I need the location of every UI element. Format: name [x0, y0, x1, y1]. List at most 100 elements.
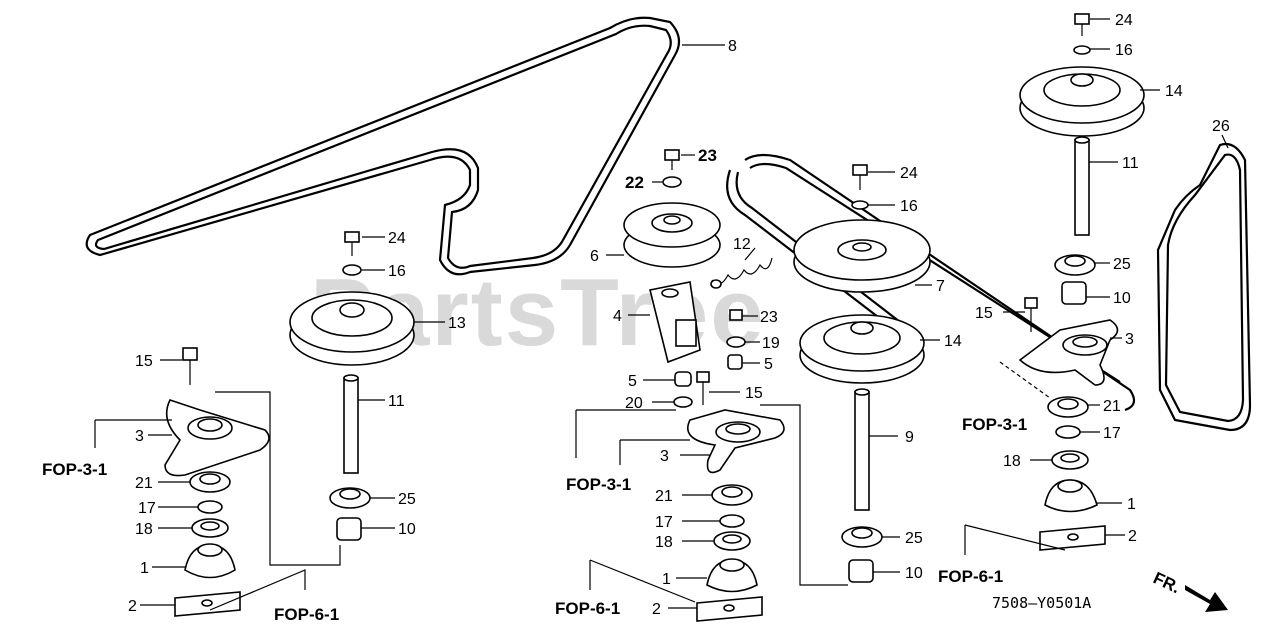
- ref-fop-3-1-right[interactable]: FOP-3-1: [962, 415, 1027, 434]
- washer-17-center[interactable]: [719, 514, 745, 528]
- seal-18-right[interactable]: [1051, 450, 1089, 470]
- front-arrow-icon: [1185, 585, 1228, 612]
- callout-3-right: 3: [1125, 331, 1134, 348]
- cover-1-left[interactable]: [184, 543, 236, 579]
- right-assembly: [964, 13, 1160, 555]
- collar-10-mid[interactable]: [848, 559, 874, 583]
- callout-14-right: 14: [1165, 83, 1183, 100]
- belt-8[interactable]: [85, 16, 681, 276]
- center-assembly: [575, 149, 848, 622]
- belt-26[interactable]: [1156, 142, 1252, 432]
- housing-3-left[interactable]: [164, 399, 270, 477]
- bearing-25-right[interactable]: [1054, 254, 1096, 276]
- bolt-23-top[interactable]: [664, 149, 680, 170]
- washer-17-left[interactable]: [197, 500, 223, 514]
- front-label: FR.: [1150, 568, 1183, 597]
- callout-11-right: 11: [1122, 155, 1139, 172]
- callout-10-left: 10: [398, 521, 416, 538]
- callout-17-right: 17: [1103, 425, 1121, 442]
- spindle-11-right[interactable]: [1074, 136, 1090, 236]
- callout-25-mid: 25: [905, 530, 923, 547]
- ref-fop-3-1-left[interactable]: FOP-3-1: [42, 460, 107, 479]
- callout-12: 12: [733, 236, 751, 253]
- idler-arm-4[interactable]: [649, 281, 701, 364]
- washer-16-mid[interactable]: [851, 200, 869, 210]
- plate-2-left[interactable]: [174, 591, 241, 617]
- callout-3-left: 3: [135, 428, 144, 445]
- callout-7: 7: [936, 278, 945, 295]
- bearing-21-left[interactable]: [189, 471, 231, 493]
- callout-16-mid: 16: [900, 198, 918, 215]
- belt-7[interactable]: [726, 153, 1136, 412]
- callout-22: 22: [625, 173, 644, 192]
- seal-18-left[interactable]: [191, 518, 229, 538]
- housing-3-right[interactable]: [1018, 319, 1119, 386]
- callout-5-left: 5: [628, 373, 637, 390]
- callout-1-left: 1: [140, 560, 149, 577]
- washer-16-left[interactable]: [342, 264, 362, 276]
- bolt-24-left[interactable]: [344, 231, 360, 256]
- pulley-14-right[interactable]: [1019, 66, 1145, 137]
- callout-17-left: 17: [138, 500, 156, 517]
- callout-18-center: 18: [655, 534, 673, 551]
- collar-10-right[interactable]: [1061, 281, 1087, 305]
- idler-pulley-6[interactable]: [623, 202, 721, 268]
- spring-12[interactable]: [710, 257, 773, 289]
- washer-22[interactable]: [662, 176, 682, 188]
- spindle-11-left[interactable]: [343, 374, 359, 474]
- ref-fop-3-1-center[interactable]: FOP-3-1: [566, 475, 631, 494]
- washer-16-right[interactable]: [1073, 45, 1091, 55]
- callout-16-right: 16: [1115, 42, 1133, 59]
- pulley-14-mid[interactable]: [799, 314, 925, 384]
- ref-fop-6-1-center[interactable]: FOP-6-1: [555, 599, 620, 618]
- pulley-7[interactable]: [793, 219, 931, 293]
- plate-2-center[interactable]: [696, 596, 763, 622]
- bolt-15-center[interactable]: [696, 371, 710, 405]
- cover-1-right[interactable]: [1044, 479, 1098, 513]
- callout-26: 26: [1212, 118, 1230, 135]
- callout-17-center: 17: [655, 514, 673, 531]
- callout-1-right: 1: [1127, 496, 1136, 513]
- diagram-code: 7508—Y0501A: [992, 594, 1091, 612]
- callout-21-center: 21: [655, 488, 673, 505]
- pulley-13[interactable]: [289, 291, 415, 366]
- callout-10-mid: 10: [905, 565, 923, 582]
- bearing-21-center[interactable]: [711, 484, 753, 506]
- spindle-9[interactable]: [854, 388, 870, 511]
- callout-24-mid: 24: [900, 165, 918, 182]
- callout-18-left: 18: [135, 521, 153, 538]
- washer-17-right[interactable]: [1055, 425, 1081, 439]
- callout-19: 19: [762, 335, 780, 352]
- callout-6: 6: [590, 248, 599, 265]
- cover-1-center[interactable]: [706, 558, 758, 593]
- callout-5-right: 5: [764, 356, 773, 373]
- washer-20[interactable]: [673, 396, 693, 408]
- callout-4: 4: [613, 308, 622, 325]
- washer-19[interactable]: [726, 336, 746, 348]
- bolt-15-right[interactable]: [1024, 297, 1038, 332]
- callout-15-center: 15: [745, 385, 763, 402]
- bearing-25-mid[interactable]: [841, 526, 883, 548]
- collar-10-left[interactable]: [336, 517, 362, 541]
- callout-2-left: 2: [128, 598, 137, 615]
- left-assembly: [94, 231, 445, 617]
- bolt-23-mid[interactable]: [729, 309, 743, 321]
- bolt-15-left[interactable]: [182, 347, 198, 385]
- bolt-24-right[interactable]: [1074, 13, 1090, 36]
- ref-fop-6-1-left[interactable]: FOP-6-1: [274, 605, 339, 624]
- callout-11-left: 11: [388, 393, 405, 410]
- bearing-21-right[interactable]: [1047, 396, 1089, 418]
- bolt-24-mid[interactable]: [852, 164, 868, 190]
- callout-2-right: 2: [1128, 528, 1137, 545]
- callout-15-right: 15: [975, 305, 993, 322]
- housing-3-center[interactable]: [687, 409, 785, 474]
- collar-5-left[interactable]: [674, 371, 692, 387]
- collar-5-right[interactable]: [727, 354, 743, 370]
- bearing-25-left[interactable]: [329, 487, 371, 509]
- callout-25-right: 25: [1113, 256, 1131, 273]
- ref-fop-6-1-right[interactable]: FOP-6-1: [938, 567, 1003, 586]
- callout-8: 8: [728, 38, 737, 55]
- seal-18-center[interactable]: [713, 531, 751, 551]
